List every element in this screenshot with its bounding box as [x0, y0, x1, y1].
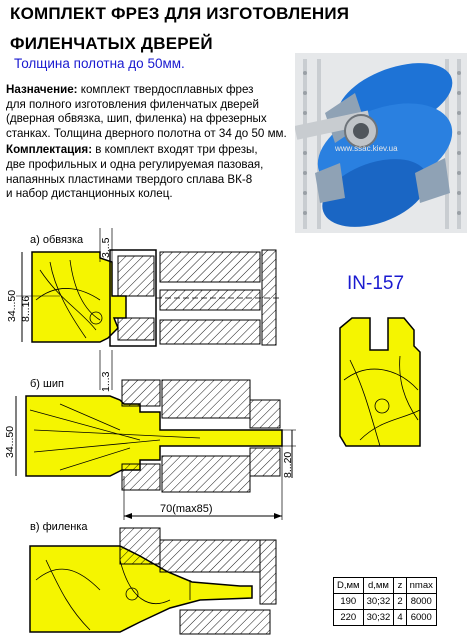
dim-a-top: 3...5: [100, 237, 112, 258]
spec-table: D,мм d,мм z nmax 190 30;32 2 8000 220 30…: [333, 577, 437, 626]
table-header: nmax: [405, 577, 437, 594]
table-cell: 6000: [405, 609, 437, 626]
cutter-photo-drawing: www.ssac.kiev.ua: [295, 53, 467, 233]
kit-label: Комплектация:: [6, 143, 93, 157]
table-row: 220 30;32 4 6000: [333, 609, 437, 626]
table-cell: 190: [333, 593, 364, 610]
thickness-note: Толщина полотна до 50мм.: [14, 56, 185, 71]
table-header: d,мм: [362, 577, 395, 594]
kit-line: в комплект входят три фрезы,: [92, 143, 258, 157]
photo-watermark: www.ssac.kiev.ua: [334, 144, 398, 153]
dim-b-tenon: 8...20: [282, 451, 294, 478]
purpose-label: Назначение:: [6, 83, 78, 96]
purpose-line: станках. Толщина дверного полотна от 34 …: [6, 126, 287, 140]
kit-line: и набор дистанционных колец.: [6, 187, 173, 201]
table-row: 190 30;32 2 8000: [333, 593, 437, 610]
table-cell: 30;32: [362, 609, 395, 626]
dim-a-thickness: 34...50: [6, 289, 18, 322]
purpose-paragraph: Назначение: комплект твердосплавных фрез…: [6, 83, 296, 141]
table-cell: 8000: [405, 593, 437, 610]
table-header-row: D,мм d,мм z nmax: [333, 577, 437, 594]
section-a-drawing: [16, 228, 282, 390]
purpose-line: комплект твердосплавных фрез: [77, 83, 254, 96]
kit-line: две профильных и одна регулируемая пазов…: [6, 157, 264, 171]
description-block: Назначение: комплект твердосплавных фрез…: [6, 83, 296, 202]
table-cell: 2: [393, 593, 407, 610]
cutter-photo: www.ssac.kiev.ua: [295, 53, 467, 233]
section-b-label: б) шип: [30, 378, 64, 390]
section-c-drawing: [29, 527, 277, 635]
section-a-label: а) обвязка: [30, 234, 84, 246]
table-header: z: [393, 577, 407, 594]
kit-paragraph: Комплектация: в комплект входят три фрез…: [6, 143, 296, 201]
product-code: IN-157: [347, 273, 405, 294]
table-cell: 30;32: [362, 593, 395, 610]
dim-a-groove: 8...16: [20, 295, 32, 322]
section-b-drawing: [15, 379, 296, 520]
kit-line: напаянных пластинами твердого сплава ВК-…: [6, 172, 253, 186]
purpose-line: для полного изготовления филенчатых двер…: [6, 97, 259, 111]
title-line-2: ФИЛЕНЧАТЫХ ДВЕРЕЙ: [10, 34, 213, 53]
table-header: D,мм: [333, 577, 364, 594]
page-title: КОМПЛЕКТ ФРЕЗ ДЛЯ ИЗГОТОВЛЕНИЯ ФИЛЕНЧАТЫ…: [10, 2, 349, 56]
purpose-line: (дверная обвязка, шип, филенка) на фрезе…: [6, 112, 267, 126]
table-cell: 4: [393, 609, 407, 626]
title-line-1: КОМПЛЕКТ ФРЕЗ ДЛЯ ИЗГОТОВЛЕНИЯ: [10, 4, 350, 23]
profile-drawing: [339, 317, 421, 447]
section-c-label: в) филенка: [30, 521, 88, 533]
dim-b-thickness: 34...50: [4, 425, 16, 458]
dim-a-bottom: 1...3: [100, 371, 112, 392]
dim-b-length: 70(max85): [160, 503, 213, 515]
table-cell: 220: [333, 609, 364, 626]
